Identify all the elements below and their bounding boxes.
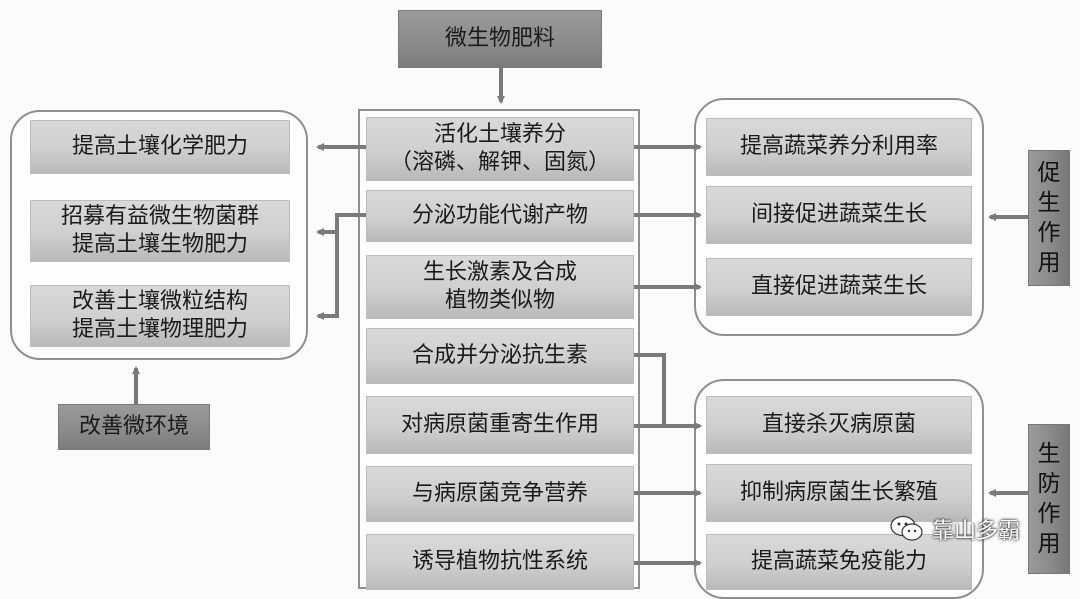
vertical-char: 促: [1037, 160, 1061, 186]
right-item-nutrient-use: 提高蔬菜养分利用率: [706, 118, 972, 176]
right-item-kill-pathogens: 直接杀灭病原菌: [706, 396, 972, 454]
vertical-char: 作: [1037, 501, 1061, 527]
wechat-icon: [890, 515, 924, 543]
center-item-hyperparasitism: 对病原菌重寄生作用: [366, 396, 634, 454]
left-item-biological-fertility: 招募有益微生物菌群 提高土壤生物肥力: [30, 200, 290, 262]
right-item-indirect-growth: 间接促进蔬菜生长: [706, 186, 972, 244]
vertical-char: 作: [1037, 220, 1061, 246]
center-item-text: 植物类似物: [444, 288, 555, 313]
left-item-physical-fertility: 改善土壤微粒结构 提高土壤物理肥力: [30, 285, 290, 347]
center-item-growth-hormones: 生长激素及合成 植物类似物: [366, 255, 634, 319]
center-item-nutrient-competition: 与病原菌竞争营养: [366, 466, 634, 522]
center-item-text: 活化土壤养分: [433, 122, 566, 147]
center-item-activate-nutrients: 活化土壤养分 （溶磷、解钾、固氮）: [366, 117, 634, 181]
right-item-inhibit-pathogens: 抑制病原菌生长繁殖: [706, 464, 972, 522]
vertical-char: 生: [1037, 190, 1061, 216]
microbial-fertilizer-box: 微生物肥料: [398, 10, 602, 68]
left-item-text: 提高土壤生物肥力: [71, 232, 248, 257]
vertical-char: 用: [1037, 250, 1061, 276]
center-item-text: 合成并分泌抗生素: [411, 343, 588, 368]
growth-promotion-label: 促 生 作 用: [1028, 150, 1070, 286]
watermark-text: 靠山多霸: [932, 519, 1021, 544]
center-item-induced-resistance: 诱导植物抗性系统: [366, 534, 634, 590]
center-item-text: 诱导植物抗性系统: [411, 549, 588, 574]
right-item-direct-growth: 直接促进蔬菜生长: [706, 258, 972, 316]
vertical-char: 防: [1037, 471, 1061, 497]
center-item-text: 对病原菌重寄生作用: [400, 412, 599, 437]
improve-microenvironment-box: 改善微环境: [58, 404, 210, 450]
center-item-text: 生长激素及合成: [422, 260, 577, 285]
right-item-text: 提高蔬菜免疫能力: [750, 549, 927, 574]
right-item-text: 抑制病原菌生长繁殖: [739, 480, 938, 505]
vertical-char: 生: [1037, 441, 1061, 467]
center-item-text: 与病原菌竞争营养: [411, 481, 588, 506]
vertical-char: 用: [1037, 531, 1061, 557]
left-item-text: 提高土壤物理肥力: [71, 317, 248, 342]
right-item-text: 直接促进蔬菜生长: [750, 274, 927, 299]
right-item-text: 间接促进蔬菜生长: [750, 202, 927, 227]
improve-microenvironment-label: 改善微环境: [78, 414, 189, 439]
center-item-metabolites: 分泌功能代谢产物: [366, 190, 634, 242]
right-item-text: 直接杀灭病原菌: [761, 412, 916, 437]
center-item-antibiotics: 合成并分泌抗生素: [366, 328, 634, 384]
connector-arrows: [132, 68, 1028, 567]
left-item-chemical-fertility: 提高土壤化学肥力: [30, 120, 290, 174]
left-item-text: 提高土壤化学肥力: [71, 134, 248, 159]
center-item-text: （溶磷、解钾、固氮）: [389, 150, 610, 175]
biocontrol-label: 生 防 作 用: [1028, 424, 1070, 574]
left-item-text: 改善土壤微粒结构: [71, 289, 248, 314]
left-item-text: 招募有益微生物菌群: [60, 204, 259, 229]
watermark: 靠山多霸: [890, 513, 1020, 545]
right-item-text: 提高蔬菜养分利用率: [739, 134, 938, 159]
microbial-fertilizer-label: 微生物肥料: [444, 26, 555, 51]
center-item-text: 分泌功能代谢产物: [411, 203, 588, 228]
